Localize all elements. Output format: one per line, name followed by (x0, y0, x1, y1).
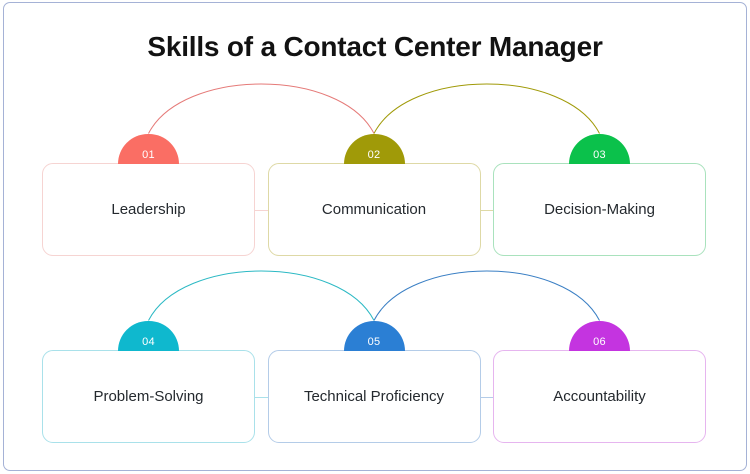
step-badge-number: 06 (593, 336, 606, 348)
card-connector-line (255, 396, 268, 398)
skill-card-04[interactable]: Problem-Solving (42, 350, 255, 443)
skill-card-02[interactable]: Communication (267, 163, 481, 256)
card-connector-line (480, 396, 493, 398)
skill-card-label: Decision-Making (544, 201, 655, 218)
skill-card-label: Communication (321, 201, 427, 218)
step-badge-number: 02 (367, 149, 381, 161)
card-connector-line (255, 209, 268, 211)
arc-02-03 (373, 83, 600, 134)
step-badge-number: 01 (142, 149, 155, 161)
page-title: Skills of a Contact Center Manager (147, 31, 603, 62)
skill-card-label: Leadership (111, 201, 186, 218)
arc-05-06 (373, 270, 600, 321)
step-badge-number: 05 (367, 336, 381, 348)
step-badge-number: 03 (593, 149, 606, 161)
skill-card-01[interactable]: Leadership (42, 163, 255, 256)
skill-card-05[interactable]: Technical Proficiency (267, 350, 481, 443)
skill-card-label: Technical Proficiency (303, 388, 445, 405)
skill-card-03[interactable]: Decision-Making (493, 163, 706, 256)
arc-04-05 (148, 270, 375, 321)
card-connector-line (480, 209, 493, 211)
arc-01-02 (148, 83, 375, 134)
skill-card-06[interactable]: Accountability (493, 350, 706, 443)
skill-card-label: Accountability (553, 388, 646, 405)
skill-card-label: Problem-Solving (93, 388, 204, 405)
step-badge-number: 04 (142, 336, 155, 348)
